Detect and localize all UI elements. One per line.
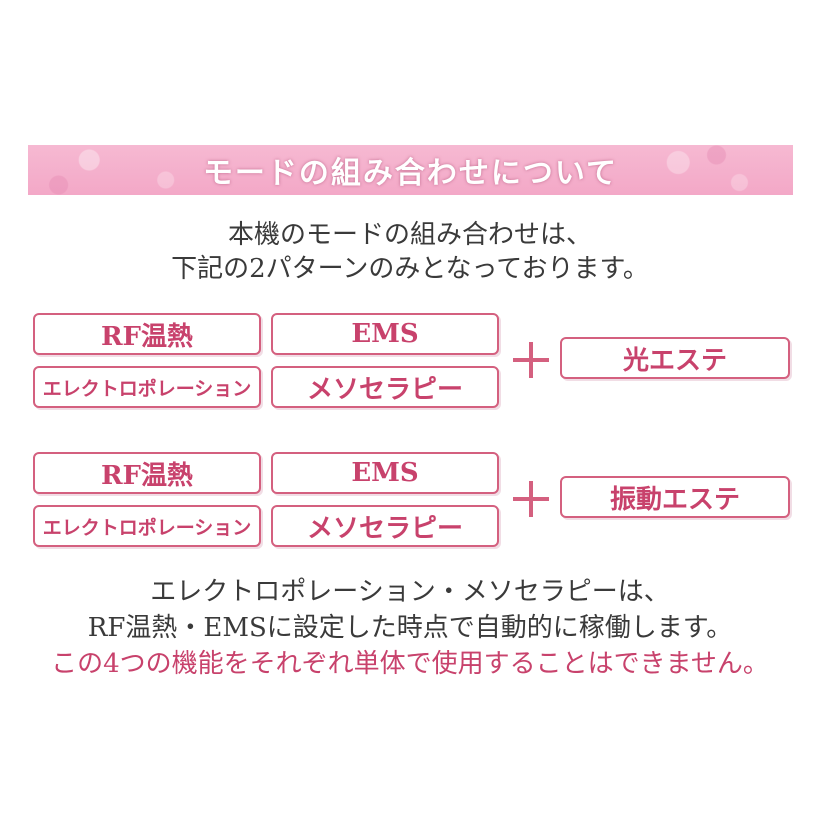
notes: エレクトロポレーション・メソセラピーは、 RF温熱・EMSに設定した時点で自動的… xyxy=(0,574,820,682)
note-line-2: RF温熱・EMSに設定した時点で自動的に稼働します。 xyxy=(87,613,733,643)
plus-icon xyxy=(513,481,549,517)
mode-mesotherapy: メソセラピー xyxy=(271,366,499,408)
mode-mesotherapy: メソセラピー xyxy=(271,505,499,547)
mode-ems: EMS xyxy=(271,313,499,355)
intro-line-1: 本機のモードの組み合わせは、 xyxy=(227,220,592,250)
mode-ems: EMS xyxy=(271,452,499,494)
mode-vibration-esthe: 振動エステ xyxy=(560,476,790,518)
mode-rf-heat: RF温熱 xyxy=(33,452,261,494)
mode-rf-heat: RF温熱 xyxy=(33,313,261,355)
mode-electroporation: エレクトロポレーション xyxy=(33,505,261,547)
section-title: モードの組み合わせについて xyxy=(202,156,619,191)
note-warning: この4つの機能をそれぞれ単体で使用することはできません。 xyxy=(51,649,769,679)
note-line-1: エレクトロポレーション・メソセラピーは、 xyxy=(150,577,670,607)
section-banner: モードの組み合わせについて xyxy=(28,145,793,195)
plus-icon xyxy=(513,342,549,378)
mode-light-esthe: 光エステ xyxy=(560,337,790,379)
mode-electroporation: エレクトロポレーション xyxy=(33,366,261,408)
intro-line-2: 下記の2パターンのみとなっております。 xyxy=(171,254,649,284)
